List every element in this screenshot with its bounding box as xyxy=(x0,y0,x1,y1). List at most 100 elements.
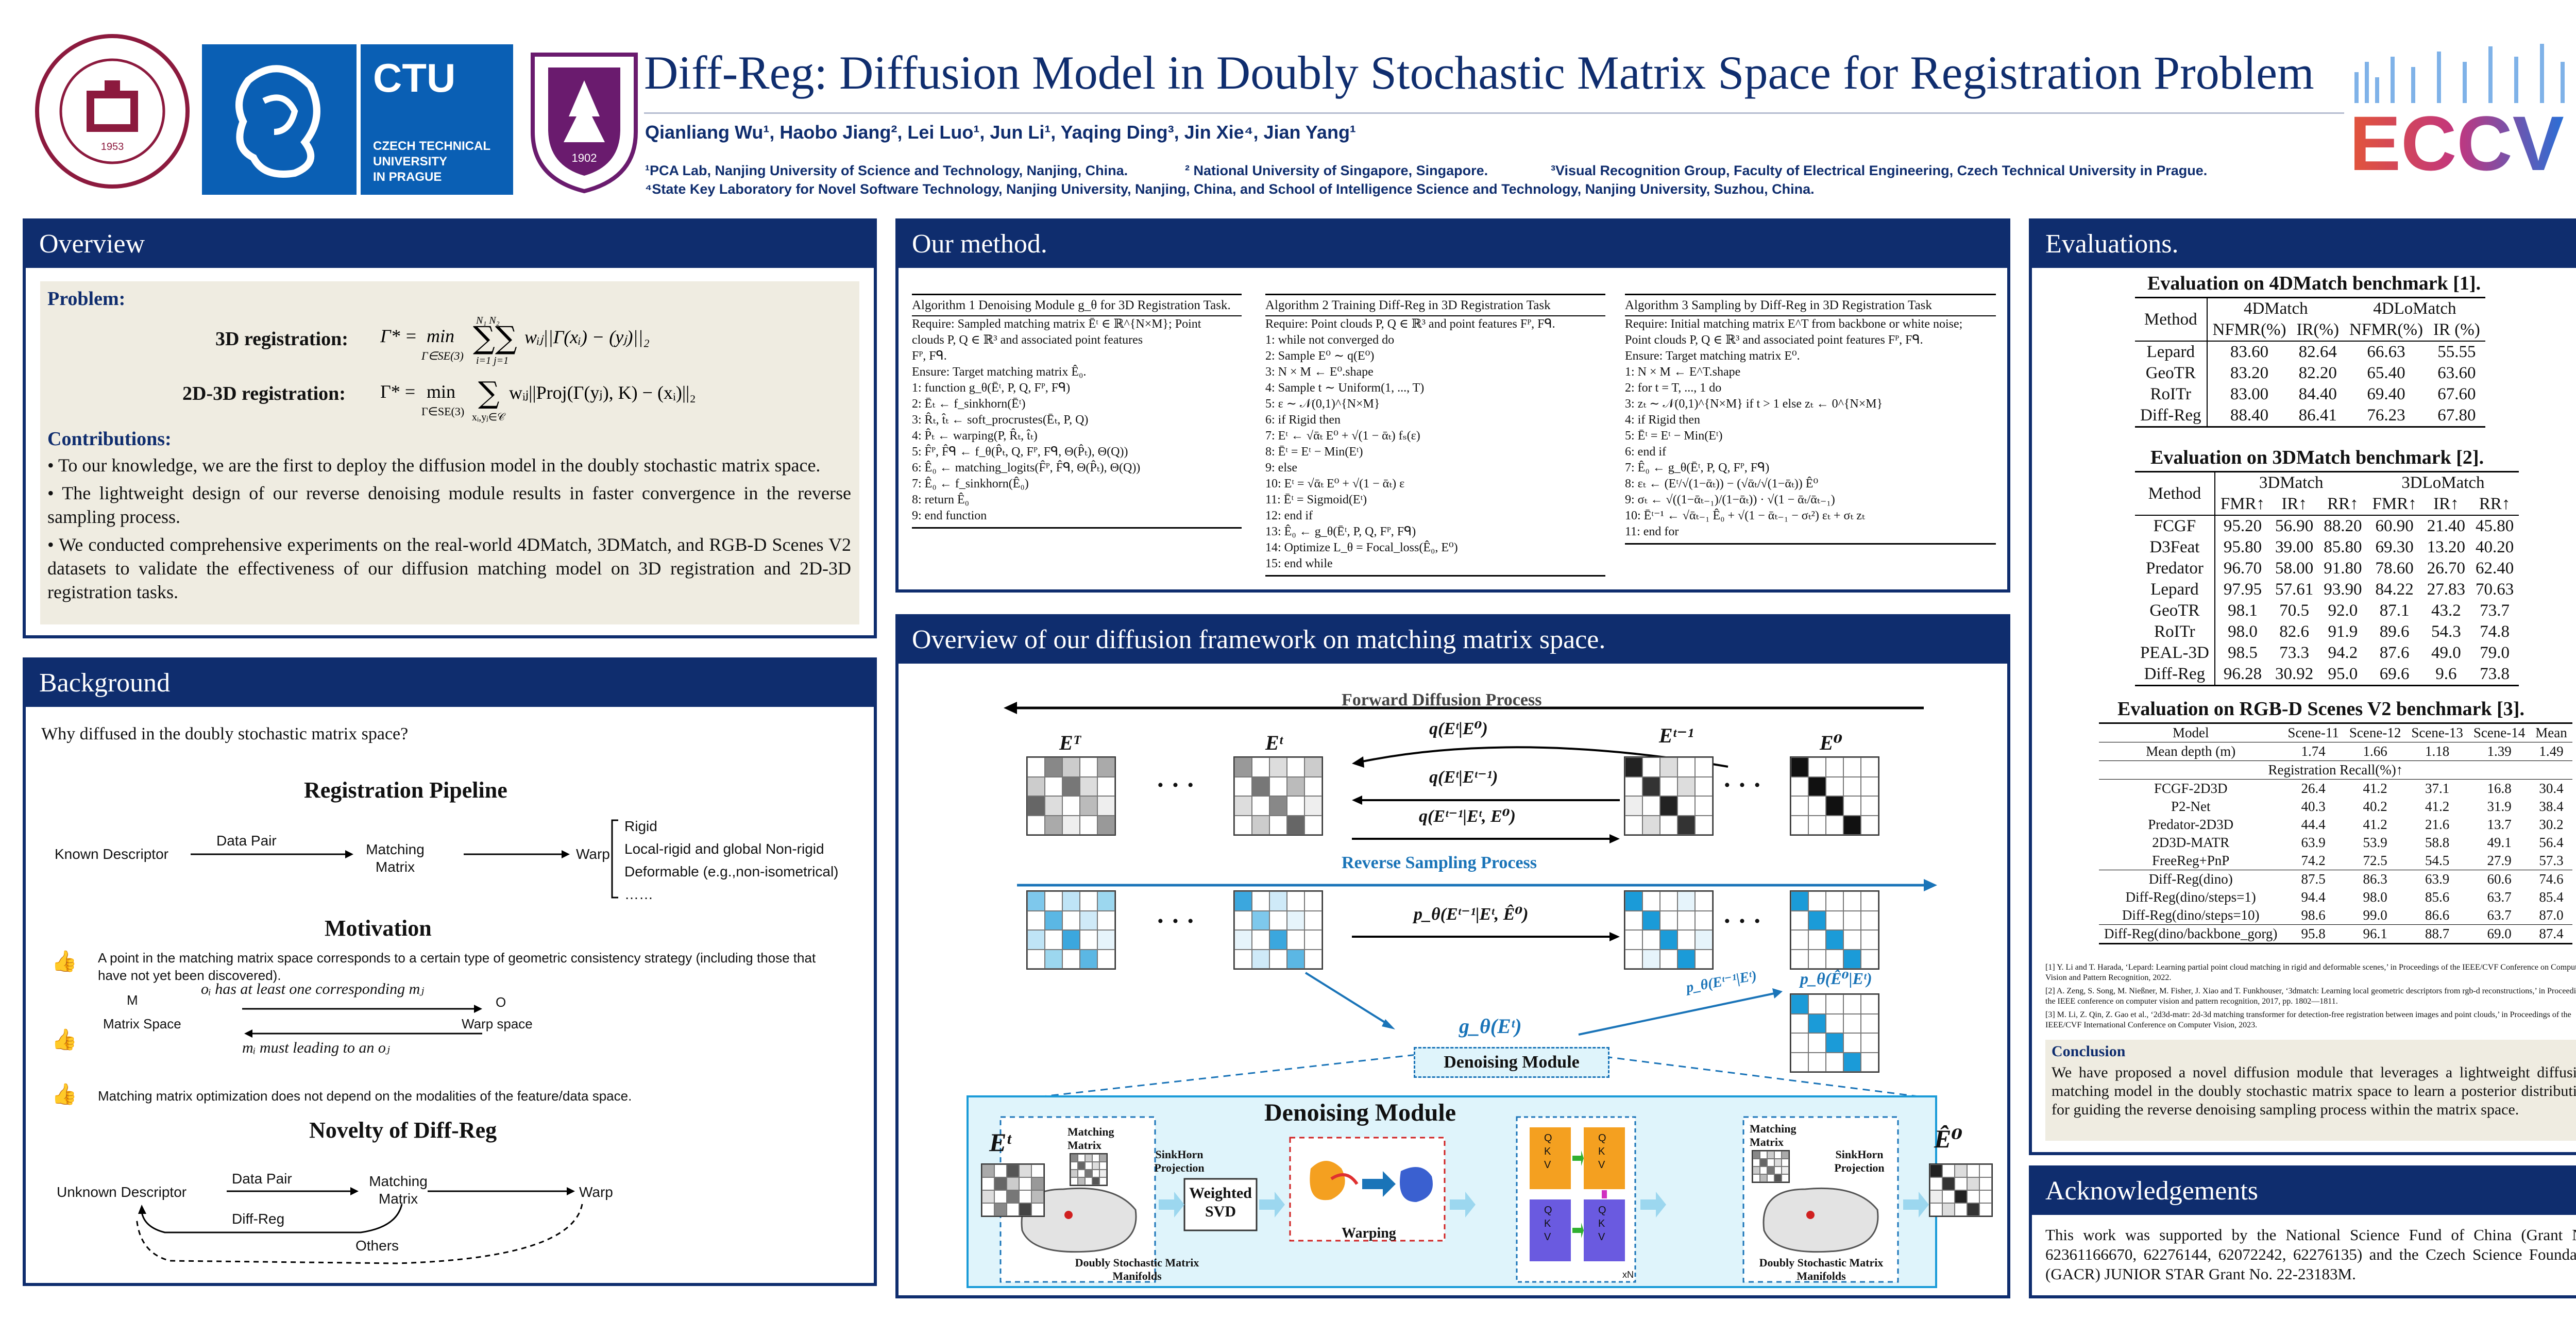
value-cell: 73.3 xyxy=(2279,644,2310,662)
motivation-3: Matching matrix optimization does not de… xyxy=(98,1088,632,1104)
v-label: V xyxy=(1544,1231,1551,1243)
affiliation-4: ⁴State Key Laboratory for Novel Software… xyxy=(645,181,1815,197)
value-cell: 63.9 xyxy=(2425,871,2450,887)
q-forward-label: q(Eᵗ|E⁰) xyxy=(1429,719,1488,738)
value-cell: 70.5 xyxy=(2279,601,2310,620)
v-label: V xyxy=(1544,1159,1551,1171)
ctu-lion-logo xyxy=(202,44,357,195)
matrix-small xyxy=(1070,1153,1108,1186)
value-cell: 26.4 xyxy=(2301,781,2326,796)
method-panel: Our method. Algorithm 1 Denoising Module… xyxy=(895,218,2010,593)
value-cell: 82.20 xyxy=(2298,364,2337,382)
algorithm-2: Algorithm 2 Training Diff-Reg in 3D Regi… xyxy=(1265,294,1605,577)
denoising-module-title: Denoising Module xyxy=(1264,1099,1456,1126)
background-question: Why diffused in the doubly stochastic ma… xyxy=(41,724,409,743)
denoising-module-small: Denoising Module xyxy=(1414,1047,1609,1078)
matrix-gray xyxy=(1026,756,1116,836)
value-cell: 41.2 xyxy=(2363,817,2387,832)
table2-title: Evaluation on 3DMatch benchmark [2]. xyxy=(2150,447,2484,468)
value-cell: 16.8 xyxy=(2487,781,2512,796)
method-cell: GeoTR xyxy=(2135,600,2215,621)
value-cell: 96.28 xyxy=(2223,665,2262,683)
value-cell: 30.4 xyxy=(2539,781,2564,796)
value-cell: 73.7 xyxy=(2480,601,2510,620)
value-cell: 98.1 xyxy=(2228,601,2258,620)
evaluations-title: Evaluations. xyxy=(2032,222,2576,268)
sinkhorn-label: SinkHorn Projection xyxy=(1154,1148,1205,1174)
conclusion-title: Conclusion xyxy=(2052,1043,2126,1060)
value-cell: 56.4 xyxy=(2539,835,2564,850)
method-cell: FCGF-2D3D xyxy=(2154,781,2228,796)
contributions-label: Contributions: xyxy=(47,428,172,450)
pipeline-title: Registration Pipeline xyxy=(304,777,507,803)
q-posterior-label: q(Eᵗ⁻¹|Eᵗ, E⁰) xyxy=(1419,807,1516,826)
value-cell: 95.20 xyxy=(2223,517,2262,535)
acknowledgements-panel: Acknowledgements This work was supported… xyxy=(2029,1165,2576,1298)
k-label: K xyxy=(1544,1218,1551,1229)
method-cell: P2-Net xyxy=(2171,799,2211,814)
manifold-label: Doubly Stochastic Matrix Manifolds xyxy=(1075,1256,1199,1282)
algorithm-1: Algorithm 1 Denoising Module g_θ for 3D … xyxy=(912,294,1242,529)
svg-text:ECCV: ECCV xyxy=(2349,100,2564,185)
method-cell: Predator xyxy=(2135,558,2215,579)
value-cell: 44.4 xyxy=(2301,817,2326,832)
k-label: K xyxy=(1598,1146,1605,1157)
method-cell: Diff-Reg xyxy=(2135,664,2215,686)
value-cell: 43.2 xyxy=(2431,601,2461,620)
output-e0-label: Ê⁰ xyxy=(1934,1124,1963,1153)
eccv-logo: ECCV xyxy=(2349,41,2576,187)
contribution-item: • The lightweight design of our reverse … xyxy=(47,483,851,527)
value-cell: 56.90 xyxy=(2275,517,2314,535)
value-cell: 45.80 xyxy=(2476,517,2514,535)
value-cell: 85.4 xyxy=(2539,889,2564,905)
ellipsis: · · · xyxy=(1156,906,1195,935)
nju-logo: 1902 xyxy=(522,44,646,195)
header: 1953 CTU CZECH TECHNICAL UNIVERSITY IN P… xyxy=(0,0,2576,216)
value-cell: 62.40 xyxy=(2476,559,2514,578)
svg-text:wᵢⱼ||Proj(Γ(yⱼ), K) − (xᵢ)||₂: wᵢⱼ||Proj(Γ(yⱼ), K) − (xᵢ)||₂ xyxy=(509,382,696,403)
value-cell: 82.6 xyxy=(2279,622,2310,641)
method-cell: Lepard xyxy=(2135,341,2208,363)
value-cell: 13.20 xyxy=(2427,538,2466,556)
ack-text: This work was supported by the National … xyxy=(2045,1226,2576,1283)
value-cell: 88.40 xyxy=(2230,406,2269,425)
value-cell: 69.6 xyxy=(2379,665,2410,683)
motivation-1: A point in the matching matrix space cor… xyxy=(98,950,816,983)
svg-text:Γ* =: Γ* = xyxy=(380,326,417,346)
value-cell: 91.80 xyxy=(2324,559,2362,578)
value-cell: 30.2 xyxy=(2539,817,2564,832)
data-pair-label: Data Pair xyxy=(216,833,277,849)
overview-title: Overview xyxy=(26,222,874,268)
value-cell: 60.6 xyxy=(2487,871,2512,887)
value-cell: 70.63 xyxy=(2476,580,2514,599)
method-cell: Diff-Reg xyxy=(2135,405,2208,427)
v-label: V xyxy=(1598,1159,1605,1171)
njust-logo: 1953 xyxy=(35,34,190,189)
o-label: O xyxy=(496,994,506,1010)
matrix-gray xyxy=(1790,756,1879,836)
input-matrix xyxy=(981,1163,1045,1217)
conclusion-box: Conclusion We have proposed a novel diff… xyxy=(2045,1040,2576,1141)
svg-text:1902: 1902 xyxy=(572,151,597,164)
ack-title: Acknowledgements xyxy=(2032,1169,2576,1215)
method-cell: RoITr xyxy=(2135,384,2208,405)
method-cell: Lepard xyxy=(2135,579,2215,600)
value-cell: 40.2 xyxy=(2363,799,2387,814)
value-cell: 89.6 xyxy=(2379,622,2410,641)
matrix-blue xyxy=(1026,890,1116,970)
label-e0: E⁰ xyxy=(1820,731,1843,754)
contribution-item: • To our knowledge, we are the first to … xyxy=(47,455,821,476)
value-cell: 92.0 xyxy=(2328,601,2358,620)
warp-space-label: Warp space xyxy=(462,1016,533,1031)
value-cell: 26.70 xyxy=(2427,559,2466,578)
value-cell: 86.41 xyxy=(2298,406,2337,425)
algorithm-3: Algorithm 3 Sampling by Diff-Reg in 3D R… xyxy=(1625,294,1996,545)
g-theta-label: g_θ(Eᵗ) xyxy=(1459,1014,1522,1038)
ctu-text-logo: CTU CZECH TECHNICAL UNIVERSITY IN PRAGUE xyxy=(361,44,513,195)
value-cell: 67.60 xyxy=(2437,385,2476,403)
